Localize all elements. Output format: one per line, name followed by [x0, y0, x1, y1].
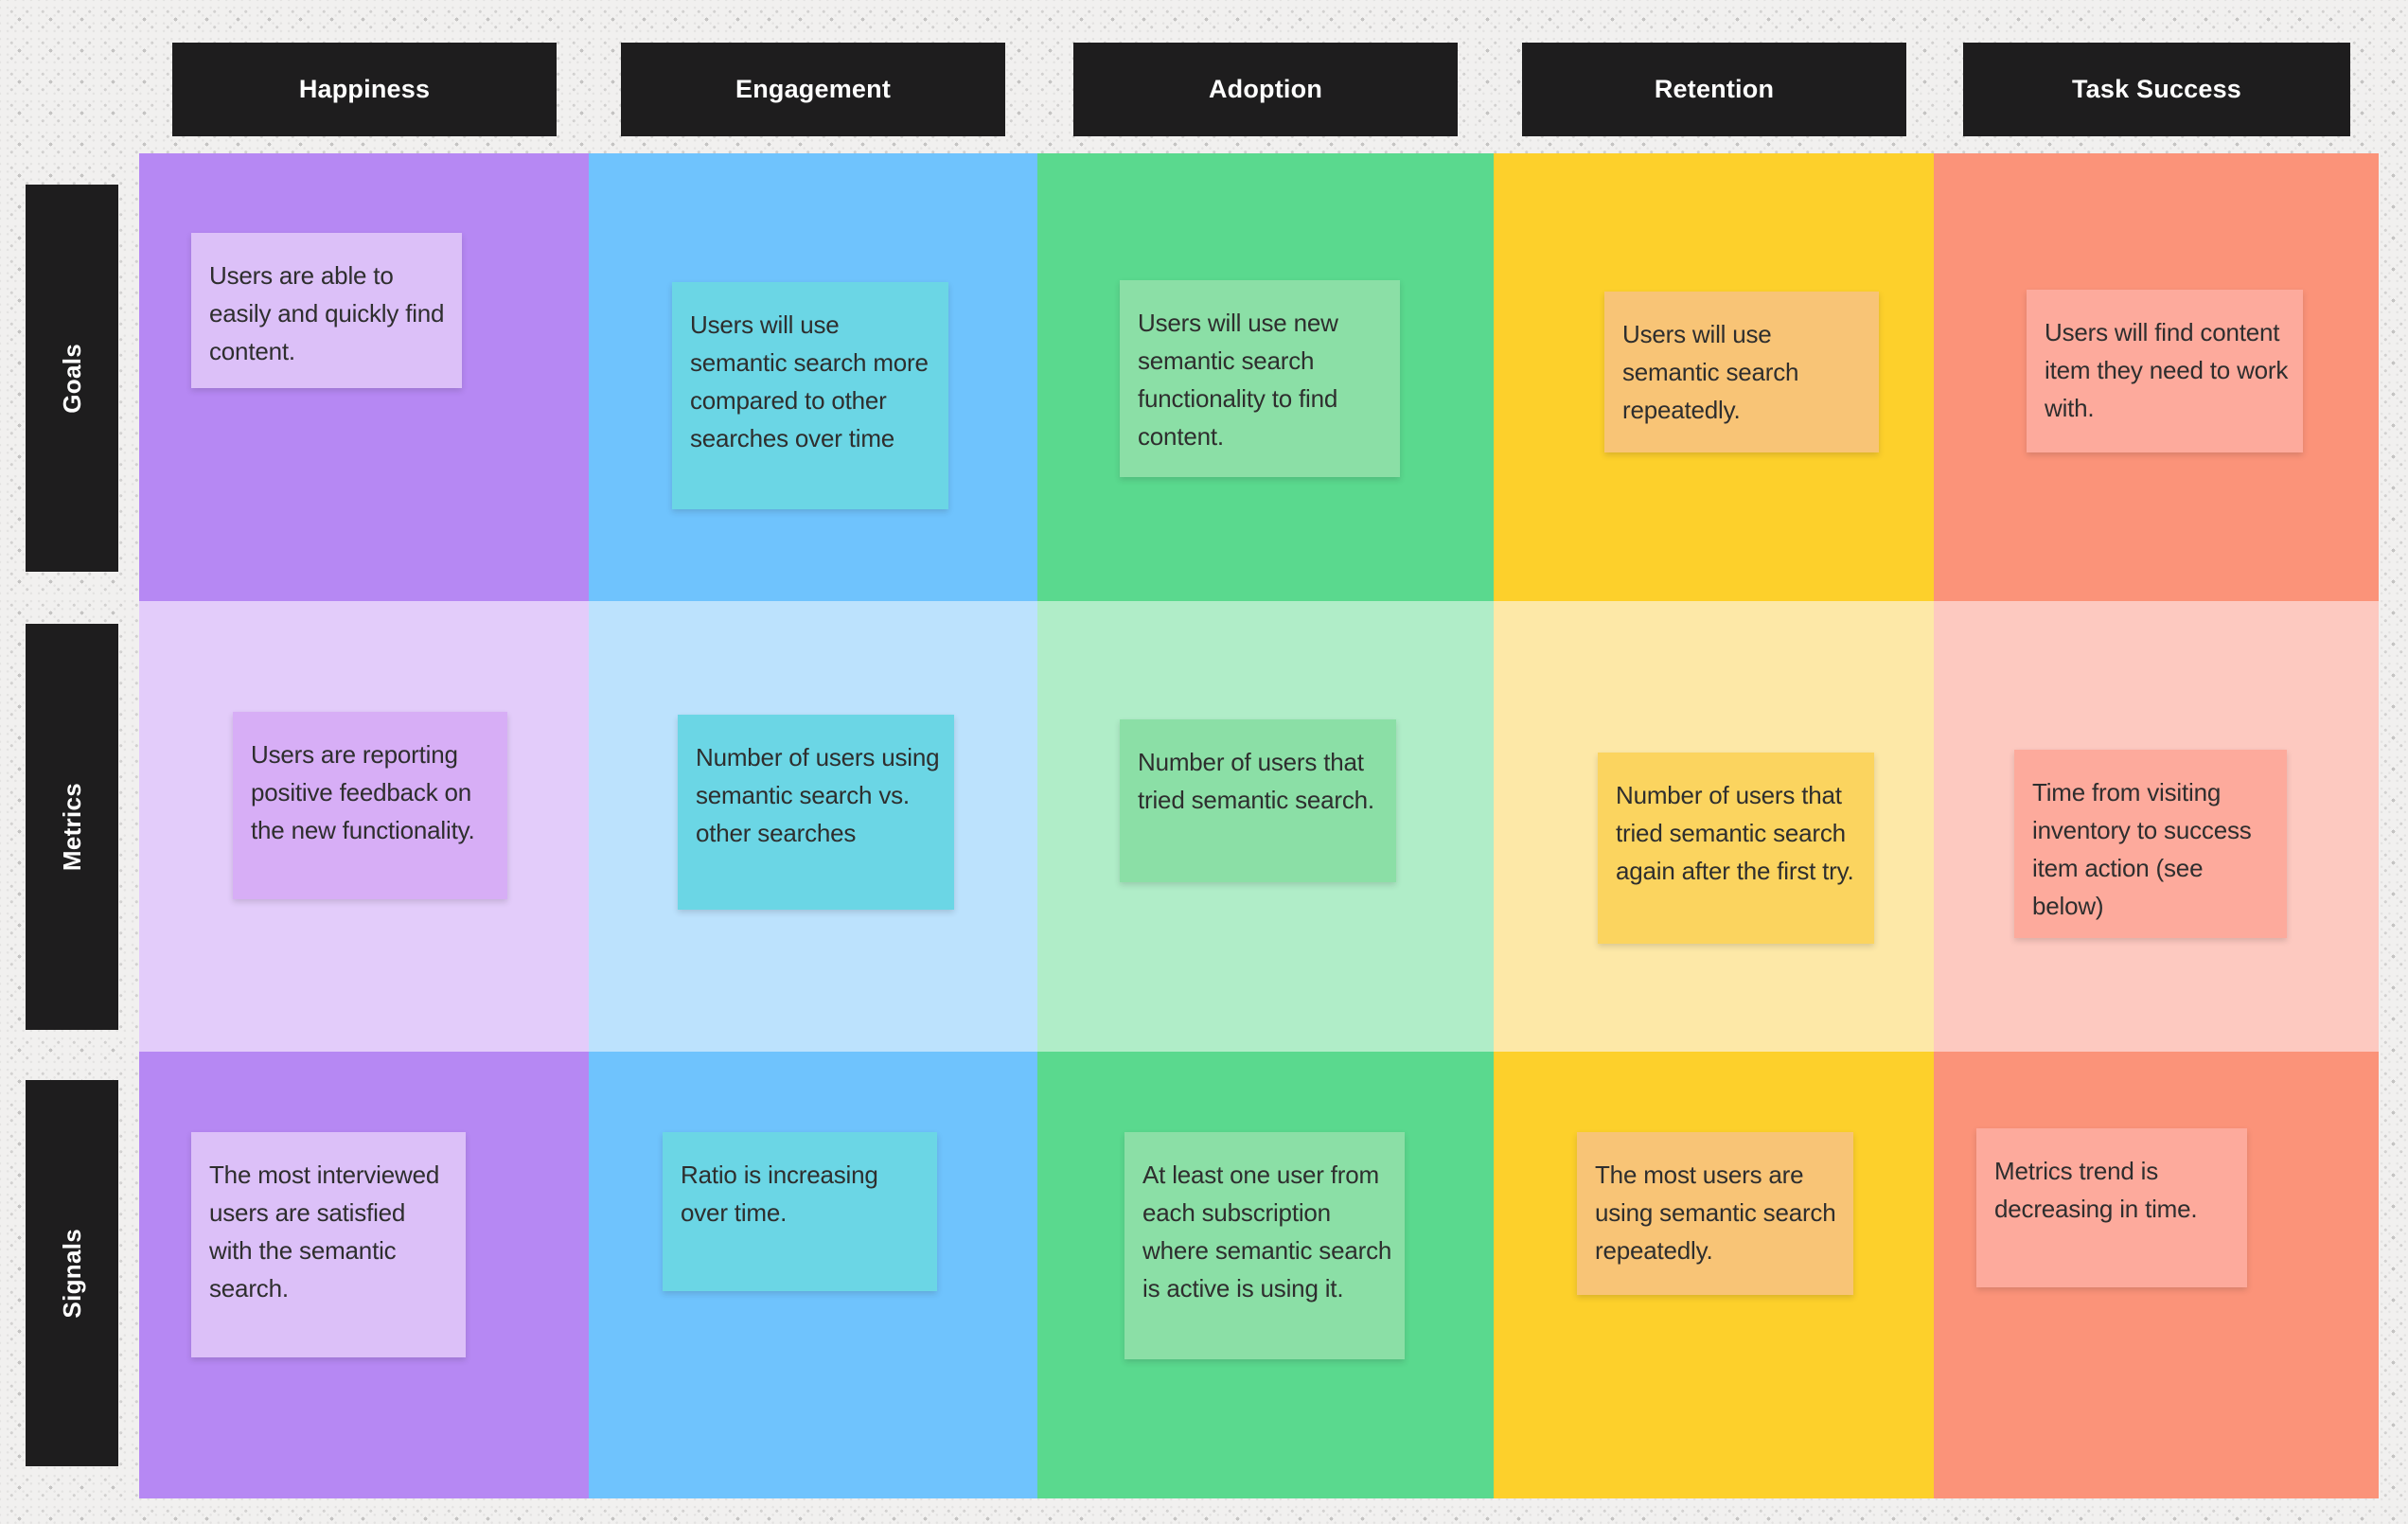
sticky-note-signals-retention[interactable]: The most users are using semantic search… [1577, 1132, 1853, 1295]
sticky-note-goals-task-success[interactable]: Users will find content item they need t… [2027, 290, 2303, 452]
sticky-note-metrics-happiness[interactable]: Users are reporting positive feedback on… [233, 712, 507, 899]
sticky-note-goals-adoption[interactable]: Users will use new semantic search funct… [1120, 280, 1400, 477]
sticky-note-goals-happiness[interactable]: Users are able to easily and quickly fin… [191, 233, 462, 388]
sticky-note-goals-retention[interactable]: Users will use semantic search repeatedl… [1604, 292, 1879, 452]
row-label-goals[interactable]: Goals [26, 185, 118, 572]
sticky-note-metrics-engagement[interactable]: Number of users using semantic search vs… [678, 715, 954, 910]
row-label-signals-text: Signals [57, 1228, 86, 1319]
sticky-note-signals-engagement[interactable]: Ratio is increasing over time. [663, 1132, 937, 1291]
sticky-note-signals-happiness[interactable]: The most interviewed users are satisfied… [191, 1132, 466, 1357]
column-header-task-success[interactable]: Task Success [1963, 43, 2350, 136]
row-label-metrics-text: Metrics [57, 782, 86, 872]
sticky-note-metrics-task-success[interactable]: Time from visiting inventory to success … [2014, 750, 2287, 938]
sticky-note-metrics-retention[interactable]: Number of users that tried semantic sear… [1598, 753, 1874, 944]
column-header-happiness[interactable]: Happiness [172, 43, 557, 136]
sticky-note-metrics-adoption[interactable]: Number of users that tried semantic sear… [1120, 719, 1396, 882]
column-header-engagement[interactable]: Engagement [621, 43, 1005, 136]
sticky-note-signals-task-success[interactable]: Metrics trend is decreasing in time. [1976, 1128, 2247, 1287]
row-label-goals-text: Goals [57, 343, 86, 414]
sticky-note-signals-adoption[interactable]: At least one user from each subscription… [1124, 1132, 1405, 1359]
column-header-retention[interactable]: Retention [1522, 43, 1906, 136]
sticky-note-goals-engagement[interactable]: Users will use semantic search more comp… [672, 282, 948, 509]
row-label-metrics[interactable]: Metrics [26, 624, 118, 1030]
column-header-adoption[interactable]: Adoption [1073, 43, 1458, 136]
row-label-signals[interactable]: Signals [26, 1080, 118, 1466]
